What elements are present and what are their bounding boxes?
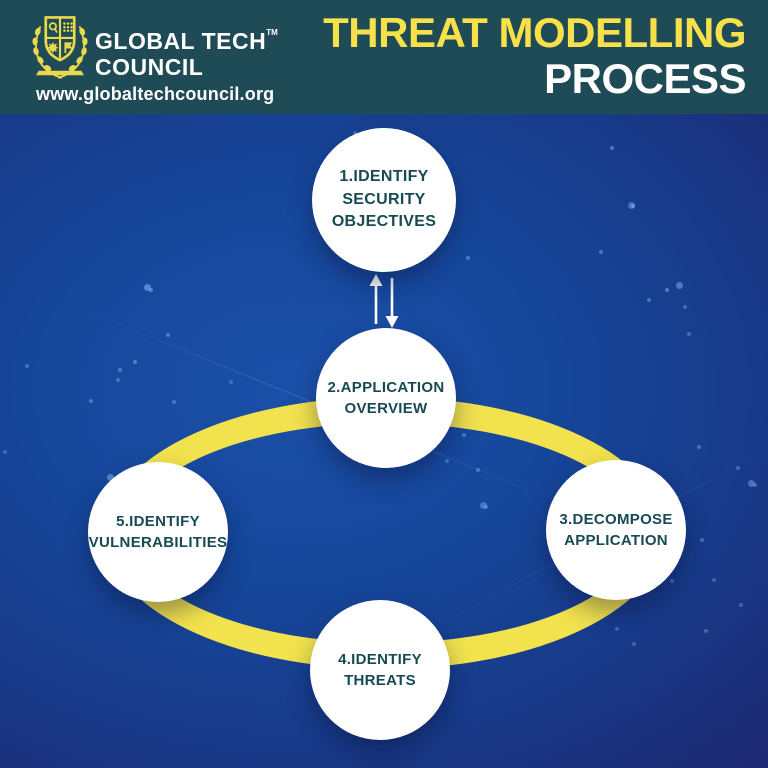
header-bar: GLOBAL TECHTM COUNCIL www.globaltechcoun… xyxy=(0,0,768,114)
global-tech-council-crest-icon xyxy=(32,16,88,79)
page-title-line1: THREAT MODELLING xyxy=(323,9,746,56)
step-label: 2.APPLICATION OVERVIEW xyxy=(327,378,445,417)
step-circle-identify-threats: 4.IDENTIFY THREATS xyxy=(310,600,450,740)
page-title-line2: PROCESS xyxy=(544,55,746,102)
brand-name-text: GLOBAL TECH xyxy=(95,28,267,54)
step-circle-decompose-application: 3.DECOMPOSE APPLICATION xyxy=(546,460,686,600)
brand-name-line2: COUNCIL xyxy=(95,54,204,80)
step-label: 1.IDENTIFY SECURITY OBJECTIVES xyxy=(331,167,437,231)
brand-name-line1: GLOBAL TECHTM xyxy=(95,20,278,54)
brand-name: GLOBAL TECHTM COUNCIL xyxy=(95,20,278,80)
page-title: THREAT MODELLING PROCESS xyxy=(323,10,746,102)
step-label: 3.DECOMPOSE APPLICATION xyxy=(559,510,673,549)
step-circle-application-overview: 2.APPLICATION OVERVIEW xyxy=(316,328,456,468)
background-particles-large xyxy=(0,114,7,121)
website-url: www.globaltechcouncil.org xyxy=(36,84,275,104)
trademark-symbol: TM xyxy=(266,28,278,37)
step-label: 5.IDENTIFY VULNERABILITIES xyxy=(88,512,228,551)
step-circle-identify-security-objectives: 1.IDENTIFY SECURITY OBJECTIVES xyxy=(312,128,456,272)
background-particles xyxy=(0,114,4,118)
step-label: 4.IDENTIFY THREATS xyxy=(338,650,422,689)
double-arrow-up-down-icon xyxy=(369,274,399,328)
diagram-canvas: 1.IDENTIFY SECURITY OBJECTIVES 2.APPLICA… xyxy=(0,114,768,768)
step-circle-identify-vulnerabilities: 5.IDENTIFY VULNERABILITIES xyxy=(88,462,228,602)
